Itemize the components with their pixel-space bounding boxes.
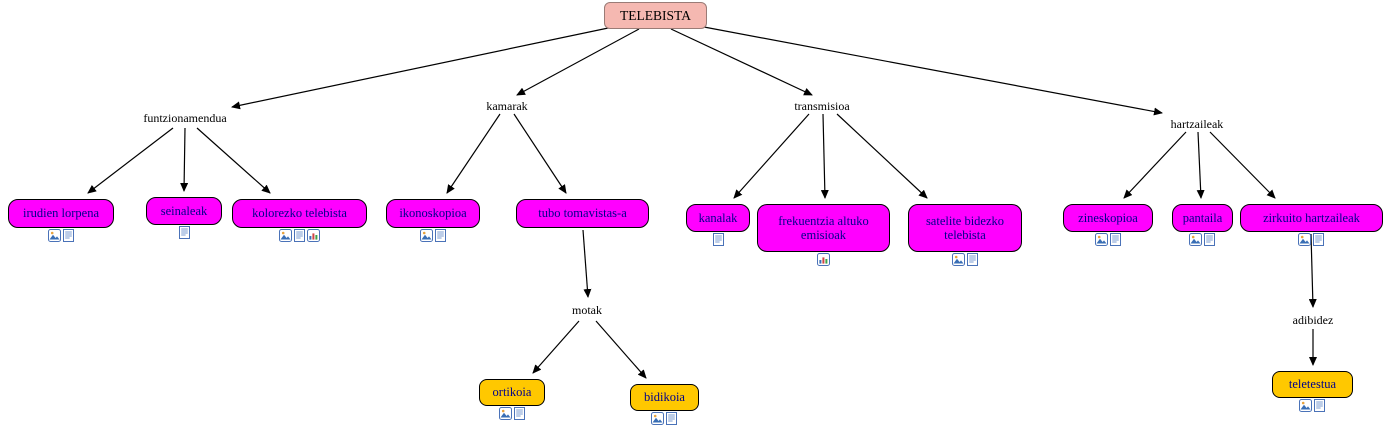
image-resource-icon[interactable] (1094, 233, 1108, 246)
chart-resource-icon[interactable] (817, 253, 830, 266)
node-group: kanalak (686, 204, 750, 246)
concept-label: zirkuito hartzaileak (1263, 210, 1360, 225)
concept-node-kolorezko-telebista[interactable]: kolorezko telebista (232, 199, 367, 228)
image-resource-icon[interactable] (1298, 233, 1311, 246)
document-resource-icon[interactable] (1313, 399, 1326, 412)
concept-label: teletestua (1288, 377, 1337, 392)
image-resource-icon[interactable] (419, 229, 433, 242)
node-group: ortikoia (479, 379, 545, 420)
concept-node-kanalak[interactable]: kanalak (686, 204, 750, 232)
resource-icons (951, 253, 979, 266)
resource-icons (1298, 233, 1325, 246)
resource-icons (712, 233, 725, 246)
resource-icons (279, 229, 320, 242)
document-resource-icon[interactable] (966, 253, 979, 266)
document-resource-icon[interactable] (712, 233, 725, 246)
image-resource-icon[interactable] (279, 229, 292, 242)
concept-label: frekuentzia altuko emisioak (778, 213, 869, 242)
concept-label: tubo tomavistas-a (538, 206, 627, 221)
node-group: tubo tomavistas-a (516, 199, 649, 229)
concept-node-teletestua[interactable]: teletestua (1272, 371, 1353, 398)
concept-node-zirkuito-hartzaileak[interactable]: zirkuito hartzaileak (1240, 204, 1383, 232)
document-resource-icon[interactable] (1203, 233, 1216, 246)
concept-label: irudien lorpena (22, 206, 99, 221)
concept-label: ortikoia (492, 385, 532, 400)
concept-node-pantaila[interactable]: pantaila (1172, 204, 1233, 232)
node-group: irudien lorpena (8, 199, 114, 242)
link-label-transmisioa[interactable]: transmisioa (794, 99, 850, 113)
concept-label: kolorezko telebista (252, 206, 347, 221)
image-resource-icon[interactable] (1299, 399, 1312, 412)
node-group: seinaleak (146, 197, 222, 239)
document-resource-icon[interactable] (434, 229, 447, 242)
resource-icons (1299, 399, 1326, 412)
concept-label: ikonoskopioa (399, 206, 467, 221)
node-group: frekuentzia altuko emisioak (757, 204, 890, 266)
concept-label: kanalak (698, 210, 738, 225)
node-group: zineskopioa (1063, 204, 1153, 246)
link-label-funtzionamendua[interactable]: funtzionamendua (143, 111, 227, 125)
resource-icons (651, 412, 678, 425)
concept-node-satelite-bidezko-telebista[interactable]: satelite bidezko telebista (908, 204, 1022, 252)
node-group: zirkuito hartzaileak (1240, 204, 1383, 246)
image-resource-icon[interactable] (47, 229, 61, 242)
node-group: bidikoia (630, 384, 699, 425)
concept-label: pantaila (1182, 210, 1223, 225)
link-label-adibidez[interactable]: adibidez (1292, 313, 1334, 327)
resource-icons (498, 407, 526, 420)
concept-label: bidikoia (644, 390, 685, 405)
node-group: satelite bidezko telebista (908, 204, 1022, 266)
concept-label: seinaleak (160, 203, 208, 218)
node-group: teletestua (1272, 371, 1353, 412)
document-resource-icon[interactable] (513, 407, 526, 420)
link-label-motak[interactable]: motak (572, 303, 602, 317)
document-resource-icon[interactable] (1109, 233, 1122, 246)
document-resource-icon[interactable] (665, 412, 678, 425)
concept-label: zineskopioa (1078, 210, 1138, 225)
concept-label: TELEBISTA (620, 7, 691, 23)
concept-node-ortikoia[interactable]: ortikoia (479, 379, 545, 406)
image-resource-icon[interactable] (651, 412, 664, 425)
link-label-hartzaileak[interactable]: hartzaileak (1170, 117, 1224, 131)
resource-icons (419, 229, 447, 242)
document-resource-icon[interactable] (178, 226, 191, 239)
document-resource-icon[interactable] (293, 229, 306, 242)
node-group: kolorezko telebista (232, 199, 367, 242)
image-resource-icon[interactable] (1189, 233, 1202, 246)
node-group: pantaila (1172, 204, 1233, 246)
concept-node-irudien-lorpena[interactable]: irudien lorpena (8, 199, 114, 228)
image-resource-icon[interactable] (951, 253, 965, 266)
concept-label: satelite bidezko telebista (925, 213, 1005, 242)
concept-node-seinaleak[interactable]: seinaleak (146, 197, 222, 225)
document-resource-icon[interactable] (1312, 233, 1325, 246)
concept-node-zineskopioa[interactable]: zineskopioa (1063, 204, 1153, 232)
resource-icons (1189, 233, 1216, 246)
document-resource-icon[interactable] (62, 229, 75, 242)
concept-node-ikonoskopioa[interactable]: ikonoskopioa (386, 199, 480, 228)
node-group: ikonoskopioa (386, 199, 480, 242)
concept-node-bidikoia[interactable]: bidikoia (630, 384, 699, 411)
concept-node-telebista[interactable]: TELEBISTA (604, 2, 707, 29)
resource-icons (47, 229, 75, 242)
resource-icons (178, 226, 191, 239)
concept-node-frekuentzia-altuko-emisioak[interactable]: frekuentzia altuko emisioak (757, 204, 890, 252)
link-label-kamarak[interactable]: kamarak (486, 99, 528, 113)
concept-node-tubo-tomavistas-a[interactable]: tubo tomavistas-a (516, 199, 649, 228)
chart-resource-icon[interactable] (307, 229, 320, 242)
resource-icons (1094, 233, 1122, 246)
image-resource-icon[interactable] (498, 407, 512, 420)
resource-icons (817, 253, 830, 266)
